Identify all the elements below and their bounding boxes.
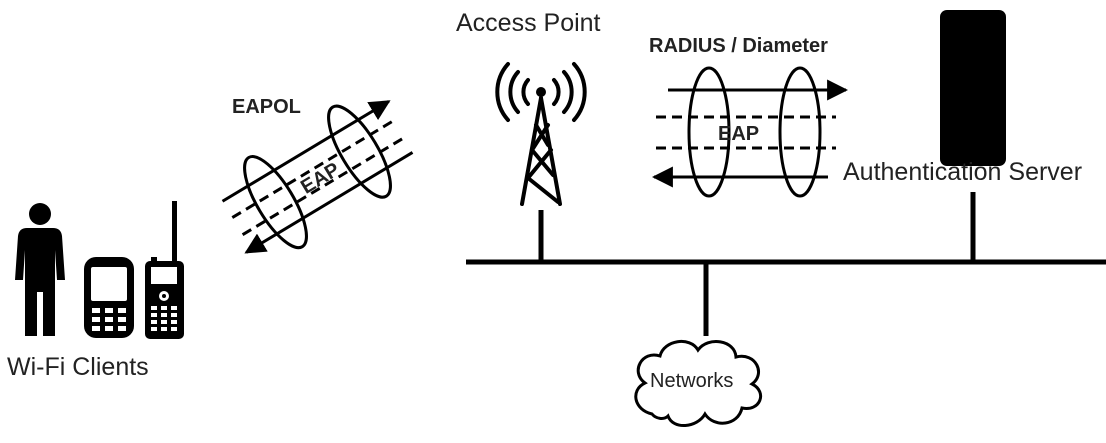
eapol-top-arrow [221, 100, 391, 203]
backbone [466, 192, 1106, 336]
wifi-clients-label: Wi-Fi Clients [7, 353, 149, 381]
access-point-label: Access Point [456, 9, 601, 37]
tunnel-ring-left [687, 66, 731, 198]
two-way-radio-icon [145, 201, 184, 339]
radio-tower-icon [495, 62, 587, 206]
cloud-icon [634, 340, 763, 427]
server-icon [940, 10, 1006, 166]
networks-label: Networks [650, 370, 733, 392]
eapol-ring-right [327, 104, 392, 199]
eapol-label: EAPOL [232, 96, 301, 118]
auth-server-label: Authentication Server [843, 158, 1082, 186]
tunnel-ring-right [778, 66, 822, 198]
eapol-bottom-arrow [244, 151, 414, 254]
eapol-tunnel: EAP [221, 100, 414, 254]
mobile-phone-icon [84, 257, 134, 338]
person-icon [15, 203, 65, 336]
eap-label-server-side: EAP [718, 123, 759, 145]
eapol-ring-left [243, 155, 308, 250]
radius-diameter-label: RADIUS / Diameter [649, 35, 828, 57]
radius-tunnel [651, 66, 849, 198]
